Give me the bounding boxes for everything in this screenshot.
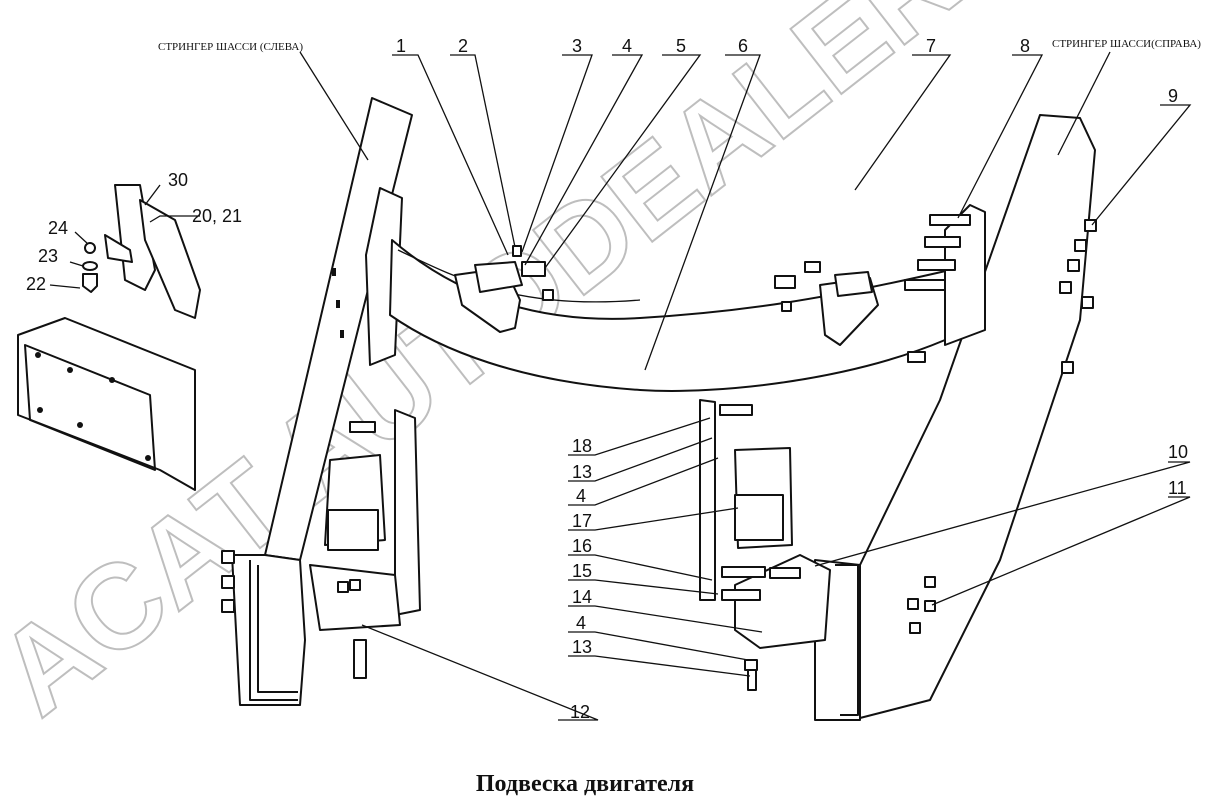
callout-13-upper: 13 [572,462,592,482]
left-upper-mount [454,245,554,333]
callout-22: 22 [26,274,46,294]
callout-8: 8 [1020,36,1030,56]
callout-16: 16 [572,536,592,556]
callout-2: 2 [458,36,468,56]
callout-20-21: 20, 21 [192,206,242,226]
caption-left-stringer: СТРИНГЕР ШАССИ (СЛЕВА) [158,41,303,53]
callout-14: 14 [572,587,592,607]
caption-right-stringer: СТРИНГЕР ШАССИ(СПРАВА) [1052,38,1201,50]
callout-4: 4 [622,36,632,56]
callout-5: 5 [676,36,686,56]
callout-7: 7 [926,36,936,56]
callout-4-lower: 4 [576,613,586,633]
callout-17: 17 [572,511,592,531]
left-lower-mount [309,409,421,679]
callout-11: 11 [1168,478,1187,498]
callout-12: 12 [570,702,590,722]
leader-lines [49,51,1192,721]
diagram-title: Подвеска двигателя [476,771,694,797]
right-lower-mount [699,399,831,691]
callout-30: 30 [168,170,188,190]
callout-24: 24 [48,218,68,238]
callout-3: 3 [572,36,582,56]
callout-18: 18 [572,436,592,456]
callout-numbers: 1 2 3 4 5 6 7 8 9 10 11 12 18 13 4 17 16… [26,36,1188,722]
callout-9: 9 [1168,86,1178,106]
right-upper-mount [774,261,879,346]
callout-4-right: 4 [576,486,586,506]
callout-6: 6 [738,36,748,56]
left-front-bracket [332,187,403,366]
callout-13-lower: 13 [572,637,592,657]
callout-15: 15 [572,561,592,581]
callout-1: 1 [396,36,406,56]
inset-bracket [82,184,201,319]
right-front-bracket [904,204,986,363]
callout-10: 10 [1168,442,1188,462]
right-chassis-stringer [814,114,1097,721]
callout-23: 23 [38,246,58,266]
inset-panel [17,317,196,491]
